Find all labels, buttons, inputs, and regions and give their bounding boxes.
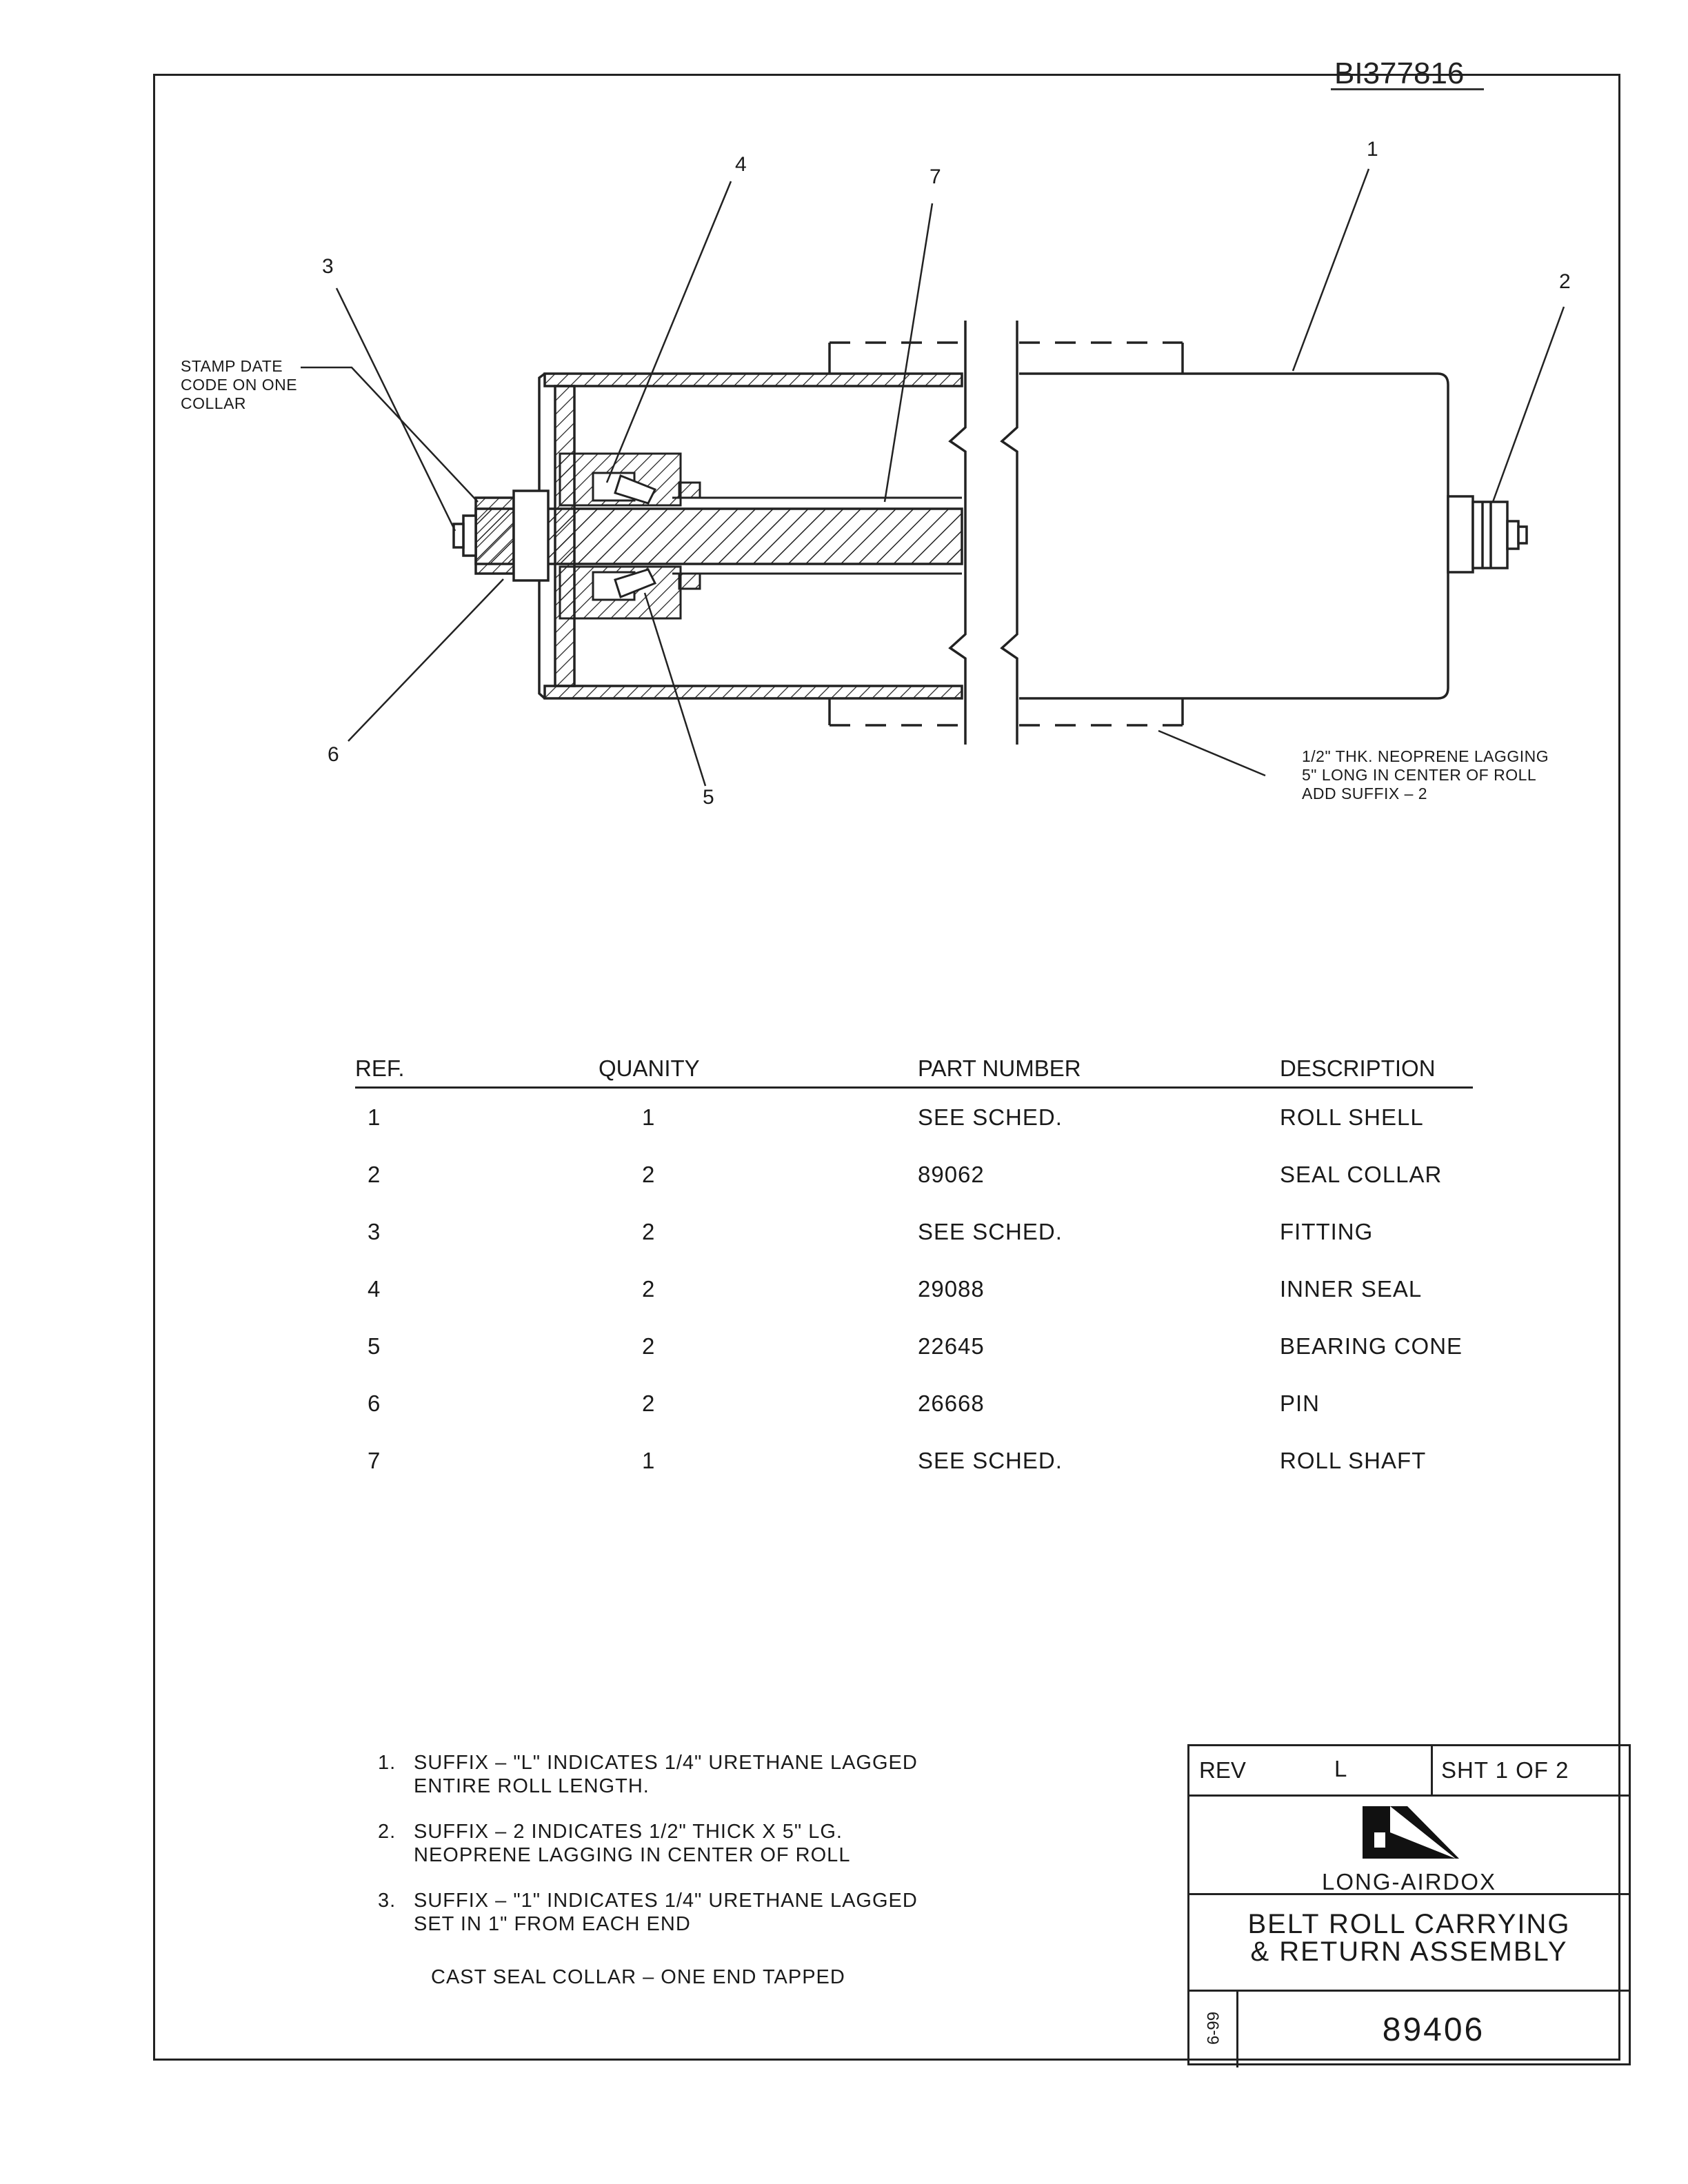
drawing-date: 6-99 [1204,2011,1223,2045]
parts-table-header: REF. QUANITY PART NUMBER DESCRIPTION [355,1053,1473,1089]
bearing-housing [559,452,701,620]
quantity-cell: 2 [642,1218,656,1244]
date-divider [1236,1992,1238,2067]
revision-label: REV [1199,1757,1246,1783]
drawing-frame [153,74,1620,2061]
sheet-number: SHT 1 OF 2 [1441,1757,1569,1783]
table-row: 4 2 29088 INNER SEAL [355,1260,1473,1317]
lagging-note: 1/2" THK. NEOPRENE LAGGING 5" LONG IN CE… [1302,747,1549,803]
description-cell: ROLL SHELL [1280,1104,1424,1130]
table-row: 3 2 SEE SCHED. FITTING [355,1203,1473,1260]
general-notes: 1. SUFFIX – "L" INDICATES 1/4" URETHANE … [378,1751,918,1958]
quantity-cell: 2 [642,1333,656,1359]
seal-collar-left [452,489,550,582]
callout-7: 7 [930,165,941,188]
drawing-number: 89406 [1382,2012,1485,2048]
callout-6: 6 [328,743,339,766]
note-number: 1. [378,1752,396,1774]
seal-collar-right [1447,495,1528,574]
cast-seal-collar-note: CAST SEAL COLLAR – ONE END TAPPED [431,1966,845,1988]
stamp-date-note: STAMP DATE CODE ON ONE COLLAR [181,357,297,413]
leader-lines [301,168,1565,787]
note-line: SUFFIX – "1" INDICATES 1/4" URETHANE LAG… [414,1890,918,1912]
quantity-cell: 2 [642,1275,656,1302]
table-row: 6 2 26668 PIN [355,1375,1473,1432]
stamp-note-line: COLLAR [181,394,247,412]
part-number-cell: 89062 [918,1161,985,1187]
parts-list-table: REF. QUANITY PART NUMBER DESCRIPTION 1 1… [355,1053,1473,1489]
title-block: REV L SHT 1 OF 2 LONG-AIRDOX BELT ROLL C… [1187,1744,1631,2067]
drawing-title-line: BELT ROLL CARRYING [1247,1909,1571,1939]
part-number-cell: 26668 [918,1390,985,1416]
ref-cell: 1 [368,1104,381,1130]
description-cell: PIN [1280,1390,1320,1416]
part-number-cell: SEE SCHED. [918,1218,1063,1244]
header-part-number: PART NUMBER [918,1053,1280,1089]
description-cell: ROLL SHAFT [1280,1447,1427,1473]
drawing-title-line: & RETURN ASSEMBLY [1250,1937,1568,1967]
description-cell: FITTING [1280,1218,1374,1244]
table-row: 1 1 SEE SCHED. ROLL SHELL [355,1088,1473,1146]
part-number-cell: SEE SCHED. [918,1104,1063,1130]
document-id-stamp: BI377816 [1334,57,1465,90]
quantity-cell: 1 [642,1104,656,1130]
part-number-cell: 29088 [918,1275,985,1302]
note-3: 3. SUFFIX – "1" INDICATES 1/4" URETHANE … [378,1889,918,1936]
header-quantity: QUANITY [599,1053,918,1089]
callout-5: 5 [703,786,714,809]
long-airdox-logo-icon [1363,1806,1459,1859]
description-cell: BEARING CONE [1280,1333,1463,1359]
quantity-cell: 2 [642,1390,656,1416]
table-row: 2 2 89062 SEAL COLLAR [355,1146,1473,1203]
quantity-cell: 1 [642,1447,656,1473]
callout-1: 1 [1367,138,1378,161]
note-1: 1. SUFFIX – "L" INDICATES 1/4" URETHANE … [378,1751,918,1798]
drawing-title: BELT ROLL CARRYING & RETURN ASSEMBLY [1189,1910,1629,1965]
revision-row: REV L SHT 1 OF 2 [1189,1746,1629,1797]
lagging-note-line: 5" LONG IN CENTER OF ROLL [1302,766,1537,784]
header-ref: REF. [355,1053,599,1089]
roll-shaft [474,496,963,575]
ref-cell: 7 [368,1447,381,1473]
revision-value: L [1334,1756,1347,1781]
quantity-cell: 2 [642,1161,656,1187]
stamp-note-line: CODE ON ONE [181,376,298,394]
description-cell: SEAL COLLAR [1280,1161,1443,1187]
header-description: DESCRIPTION [1280,1053,1473,1089]
ref-cell: 2 [368,1161,381,1187]
note-number: 3. [378,1890,396,1912]
ref-cell: 6 [368,1390,381,1416]
revision-divider [1431,1746,1433,1797]
ref-cell: 3 [368,1218,381,1244]
document-id-strikethrough [1331,88,1484,90]
company-name: LONG-AIRDOX [1321,1869,1497,1894]
callout-2: 2 [1559,270,1571,293]
note-2: 2. SUFFIX – 2 INDICATES 1/2" THICK X 5" … [378,1820,918,1867]
company-logo-row: LONG-AIRDOX [1189,1797,1629,1895]
note-line: SUFFIX – 2 INDICATES 1/2" THICK X 5" LG. [414,1821,843,1843]
note-number: 2. [378,1821,396,1843]
description-cell: INNER SEAL [1280,1275,1423,1302]
lagging-note-line: ADD SUFFIX – 2 [1302,785,1428,802]
drawing-title-row: BELT ROLL CARRYING & RETURN ASSEMBLY [1189,1895,1629,1992]
lagging-note-line: 1/2" THK. NEOPRENE LAGGING [1302,747,1549,765]
table-row: 5 2 22645 BEARING CONE [355,1317,1473,1375]
callout-3: 3 [322,255,334,278]
ref-cell: 5 [368,1333,381,1359]
note-line: SET IN 1" FROM EACH END [414,1913,691,1935]
note-line: ENTIRE ROLL LENGTH. [414,1775,650,1797]
callout-4: 4 [735,153,747,176]
note-line: NEOPRENE LAGGING IN CENTER OF ROLL [414,1844,851,1866]
part-number-cell: 22645 [918,1333,985,1359]
note-line: SUFFIX – "L" INDICATES 1/4" URETHANE LAG… [414,1752,918,1774]
part-number-cell: SEE SCHED. [918,1447,1063,1473]
table-row: 7 1 SEE SCHED. ROLL SHAFT [355,1432,1473,1489]
stamp-note-line: STAMP DATE [181,357,283,375]
ref-cell: 4 [368,1275,381,1302]
